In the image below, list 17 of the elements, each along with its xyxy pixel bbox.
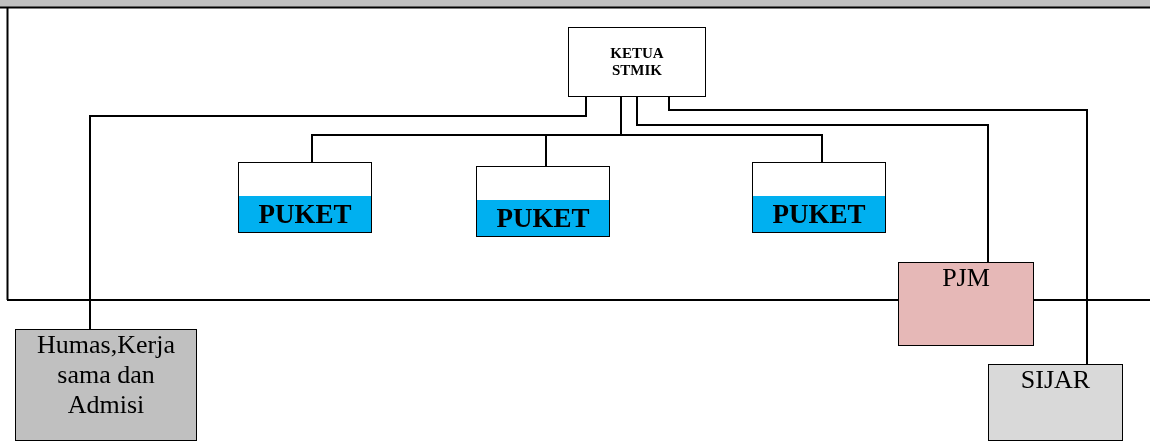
- connector-line: [636, 96, 989, 263]
- unit-label: PUKET: [771, 198, 867, 230]
- unit-box: [988, 364, 1123, 441]
- unit-box: [752, 162, 886, 233]
- unit-label: PUKET: [257, 198, 353, 230]
- unit-box: [898, 262, 1034, 346]
- unit-box: [15, 329, 197, 441]
- unit-label: PUKET: [495, 202, 591, 234]
- unit-box: [476, 166, 610, 237]
- unit-label: Humas,Kerja sama dan Admisi: [36, 330, 176, 420]
- connector-line: [89, 96, 587, 330]
- leader-box: [568, 27, 706, 97]
- unit-label: SIJAR: [1019, 365, 1092, 395]
- unit-label: KETUA STMIK: [609, 44, 665, 80]
- unit-box: [238, 162, 372, 233]
- connector-line: [668, 96, 1088, 365]
- unit-label: PJM: [941, 263, 991, 293]
